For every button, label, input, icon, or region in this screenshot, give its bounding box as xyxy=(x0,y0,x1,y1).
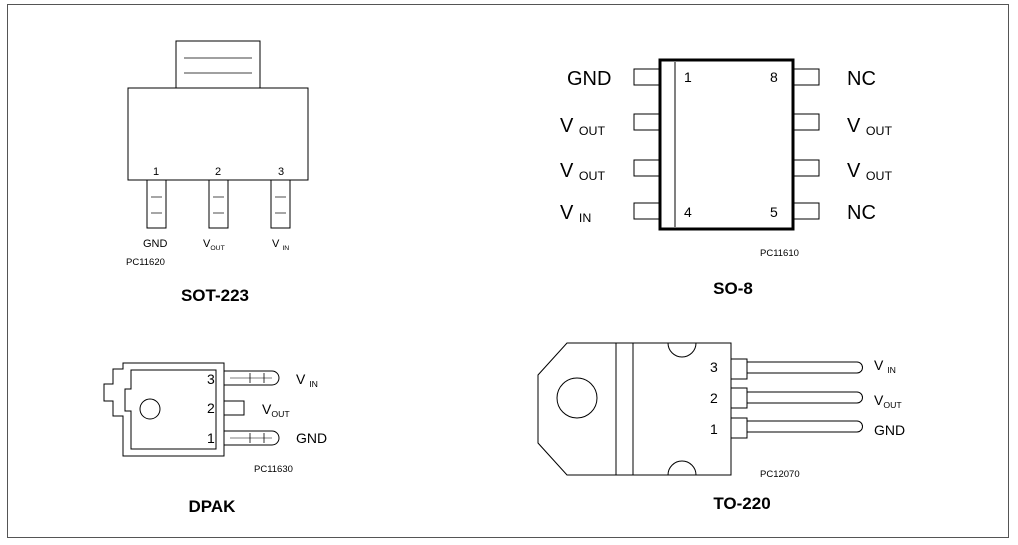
sot223-leg-3 xyxy=(270,179,291,229)
to220-pin-2-label: VOUT xyxy=(874,392,902,410)
dpak-code: PC11630 xyxy=(254,464,293,475)
dpak-pin-2-label: VOUT xyxy=(262,401,290,419)
so8-pin-5-number: 5 xyxy=(770,204,778,220)
sot223-code: PC11620 xyxy=(126,257,165,268)
so8-pin-5-label: NC xyxy=(847,202,876,224)
to220-notch-top xyxy=(667,342,697,358)
sot223-pin-1-number: 1 xyxy=(153,166,159,178)
sot223-tab xyxy=(175,40,261,89)
to220-package xyxy=(537,342,863,476)
to220-tab xyxy=(537,342,617,476)
to220-code: PC12070 xyxy=(760,469,800,480)
sot223-leg-1 xyxy=(146,179,167,229)
so8-pin-1-label: GND xyxy=(567,68,611,90)
to220-lead-1 xyxy=(730,417,863,439)
sot223-pin-1-label: GND xyxy=(143,238,168,250)
so8-lead-8 xyxy=(792,68,820,86)
sot223-title: SOT-223 xyxy=(181,286,249,305)
so8-pin-8-label: NC xyxy=(847,68,876,90)
so8-lead-3 xyxy=(633,159,661,177)
so8-lead-7 xyxy=(792,113,820,131)
sot223-pin-3-number: 3 xyxy=(278,166,284,178)
dpak-outline xyxy=(103,362,225,457)
so8-pin-1-number: 1 xyxy=(684,69,692,85)
sot223-pin-2-label: VOUT xyxy=(203,238,225,252)
sot223-leg-2 xyxy=(208,179,229,229)
dpak-package xyxy=(103,362,280,457)
sot223-pin-2-number: 2 xyxy=(215,166,221,178)
so8-lead-6 xyxy=(792,159,820,177)
to220-lead-3 xyxy=(730,358,863,380)
dpak-pin-3-label: V IN xyxy=(296,371,318,389)
dpak-pin-1-number: 1 xyxy=(207,430,215,446)
diagram-frame xyxy=(7,4,1009,538)
to220-notch-bottom xyxy=(667,460,697,476)
dpak-pin-2-number: 2 xyxy=(207,400,215,416)
so8-pin-6-label: V OUT xyxy=(847,160,892,183)
dpak-mount-hole xyxy=(139,398,161,420)
so8-lead-4 xyxy=(633,202,661,220)
dpak-lead-2 xyxy=(223,400,245,416)
so8-body xyxy=(658,58,795,231)
to220-title: TO-220 xyxy=(713,494,770,513)
dpak-lead-1 xyxy=(223,430,280,446)
so8-package xyxy=(633,58,820,231)
dpak-tab xyxy=(124,369,217,450)
so8-pin-2-label: V OUT xyxy=(560,115,605,138)
sot223-package xyxy=(127,40,309,229)
so8-pin-8-number: 8 xyxy=(770,69,778,85)
so8-pin-4-number: 4 xyxy=(684,204,692,220)
so8-lead-5 xyxy=(792,202,820,220)
so8-pin-7-label: V OUT xyxy=(847,115,892,138)
so8-pin-4-label: V IN xyxy=(560,202,591,225)
so8-title: SO-8 xyxy=(713,279,753,298)
so8-lead-1 xyxy=(633,68,661,86)
to220-pin-3-number: 3 xyxy=(710,359,718,375)
to220-body xyxy=(615,342,732,476)
to220-lead-2 xyxy=(730,387,863,409)
dpak-pin-3-number: 3 xyxy=(207,371,215,387)
to220-pin-1-number: 1 xyxy=(710,421,718,437)
so8-pin-3-label: V OUT xyxy=(560,160,605,183)
to220-pin-2-number: 2 xyxy=(710,390,718,406)
so8-code: PC11610 xyxy=(760,248,799,259)
so8-lead-2 xyxy=(633,113,661,131)
to220-mount-hole xyxy=(556,377,598,419)
dpak-title: DPAK xyxy=(189,497,237,516)
sot223-pin-3-label: V IN xyxy=(272,238,289,252)
to220-pin-1-label: GND xyxy=(874,422,905,438)
dpak-lead-3 xyxy=(223,370,280,386)
to220-pin-3-label: V IN xyxy=(874,357,896,375)
dpak-pin-1-label: GND xyxy=(296,430,327,446)
